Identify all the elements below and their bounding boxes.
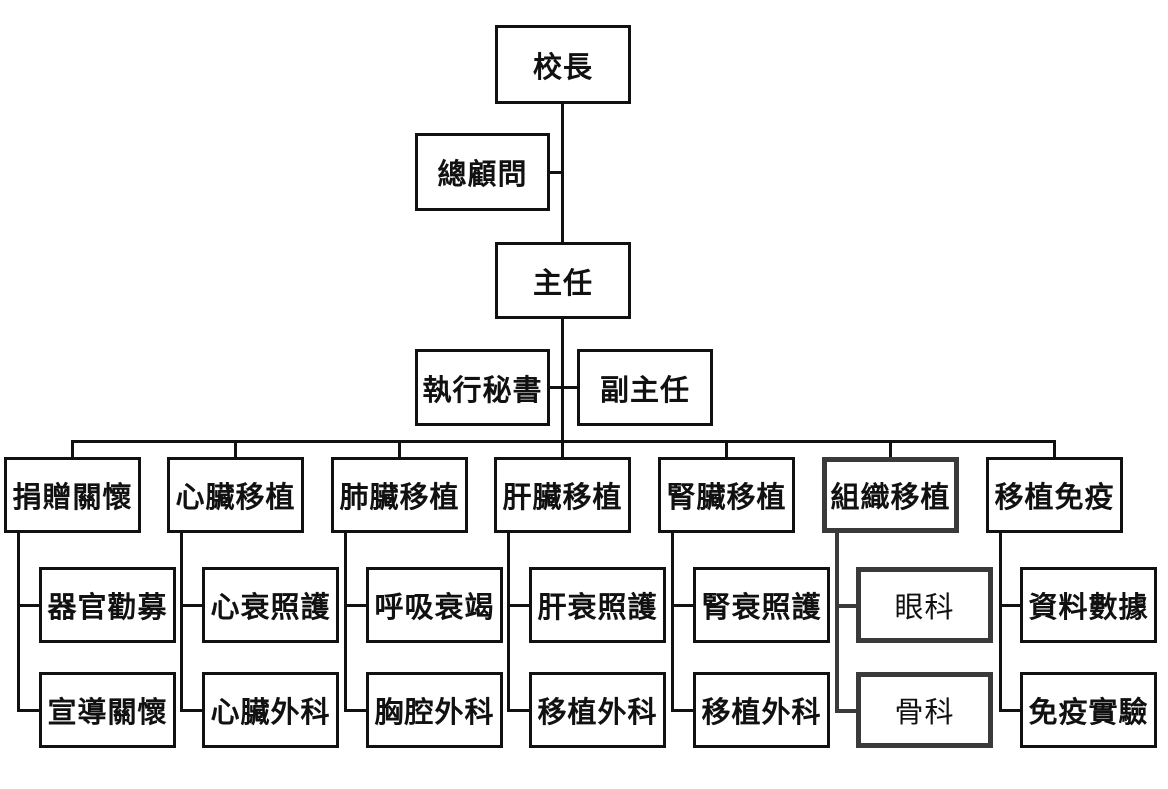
department-drop-line (1053, 441, 1056, 457)
unit-connector (344, 604, 366, 607)
department-label: 腎臟移植 (666, 480, 787, 514)
unit-box[interactable]: 宣導關懷 (39, 672, 176, 748)
department-label: 組織移植 (830, 480, 951, 514)
department-unit-line (180, 533, 183, 711)
department-box[interactable]: 肝臟移植 (494, 457, 631, 533)
executive-secretary-label: 執行秘書 (422, 372, 543, 407)
unit-label: 移植外科 (701, 695, 822, 729)
principal-box[interactable]: 校長 (495, 25, 631, 104)
department-box[interactable]: 心臟移植 (167, 457, 304, 533)
unit-connector (999, 709, 1020, 712)
general-advisor-box[interactable]: 總顧問 (415, 133, 550, 211)
department-label: 肝臟移植 (502, 480, 623, 514)
deputy-director-box[interactable]: 副主任 (577, 349, 713, 426)
unit-connector (180, 709, 202, 712)
unit-connector (180, 604, 202, 607)
director-label: 主任 (532, 265, 593, 300)
unit-connector (507, 604, 529, 607)
deputy-director-label: 副主任 (599, 372, 690, 407)
department-box[interactable]: 移植免疫 (986, 457, 1123, 533)
unit-box[interactable]: 胸腔外科 (366, 672, 503, 748)
unit-connector (507, 709, 529, 712)
unit-connector (999, 604, 1020, 607)
department-label: 心臟移植 (175, 480, 296, 514)
principal-label: 校長 (532, 49, 593, 84)
department-drop-line (889, 441, 892, 457)
department-drop-line (725, 441, 728, 457)
unit-label: 免疫實驗 (1028, 695, 1149, 729)
unit-connector (17, 709, 39, 712)
unit-connector (835, 709, 856, 713)
unit-label: 器官勸募 (47, 590, 168, 624)
unit-box[interactable]: 器官勸募 (39, 567, 176, 643)
unit-label: 呼吸衰竭 (374, 590, 495, 624)
unit-connector (17, 604, 39, 607)
executive-secretary-box[interactable]: 執行秘書 (415, 349, 550, 426)
department-drop-line (71, 441, 74, 457)
unit-label: 骨科 (894, 695, 955, 729)
unit-box[interactable]: 資料數據 (1020, 567, 1157, 643)
department-unit-line (999, 533, 1002, 711)
unit-connector (671, 604, 693, 607)
unit-box[interactable]: 肝衰照護 (529, 567, 666, 643)
department-box[interactable]: 捐贈關懷 (4, 457, 141, 533)
department-label: 移植免疫 (994, 480, 1115, 514)
unit-box[interactable]: 腎衰照護 (693, 567, 830, 643)
unit-box[interactable]: 心衰照護 (202, 567, 339, 643)
unit-box[interactable]: 免疫實驗 (1020, 672, 1157, 748)
department-drop-line (561, 441, 564, 457)
unit-label: 腎衰照護 (701, 590, 822, 624)
department-drop-line (398, 441, 401, 457)
director-box[interactable]: 主任 (495, 242, 631, 319)
unit-label: 移植外科 (537, 695, 658, 729)
department-unit-line (344, 533, 347, 711)
unit-box[interactable]: 移植外科 (529, 672, 666, 748)
unit-label: 宣導關懷 (47, 695, 168, 729)
unit-label: 心臟外科 (210, 695, 331, 729)
unit-box[interactable]: 心臟外科 (202, 672, 339, 748)
department-label: 肺臟移植 (339, 480, 460, 514)
unit-label: 肝衰照護 (537, 590, 658, 624)
department-unit-line (17, 533, 20, 711)
unit-connector (344, 709, 366, 712)
unit-label: 眼科 (894, 590, 955, 624)
unit-connector (671, 709, 693, 712)
department-drop-line (234, 441, 237, 457)
unit-box[interactable]: 呼吸衰竭 (366, 567, 503, 643)
department-label: 捐贈關懷 (12, 480, 133, 514)
unit-label: 資料數據 (1028, 590, 1149, 624)
unit-box[interactable]: 眼科 (856, 567, 993, 643)
department-box[interactable]: 肺臟移植 (331, 457, 468, 533)
unit-label: 胸腔外科 (374, 695, 495, 729)
unit-box[interactable]: 移植外科 (693, 672, 830, 748)
unit-box[interactable]: 骨科 (856, 672, 993, 748)
advisor-connector (548, 171, 562, 174)
unit-label: 心衰照護 (210, 590, 331, 624)
department-unit-line (671, 533, 674, 711)
department-box[interactable]: 腎臟移植 (658, 457, 795, 533)
department-box[interactable]: 組織移植 (822, 457, 959, 533)
general-advisor-label: 總顧問 (437, 157, 528, 191)
secretary-deputy-connector (548, 386, 578, 389)
department-unit-line (507, 533, 510, 711)
unit-connector (835, 604, 856, 608)
department-unit-line (835, 533, 839, 711)
